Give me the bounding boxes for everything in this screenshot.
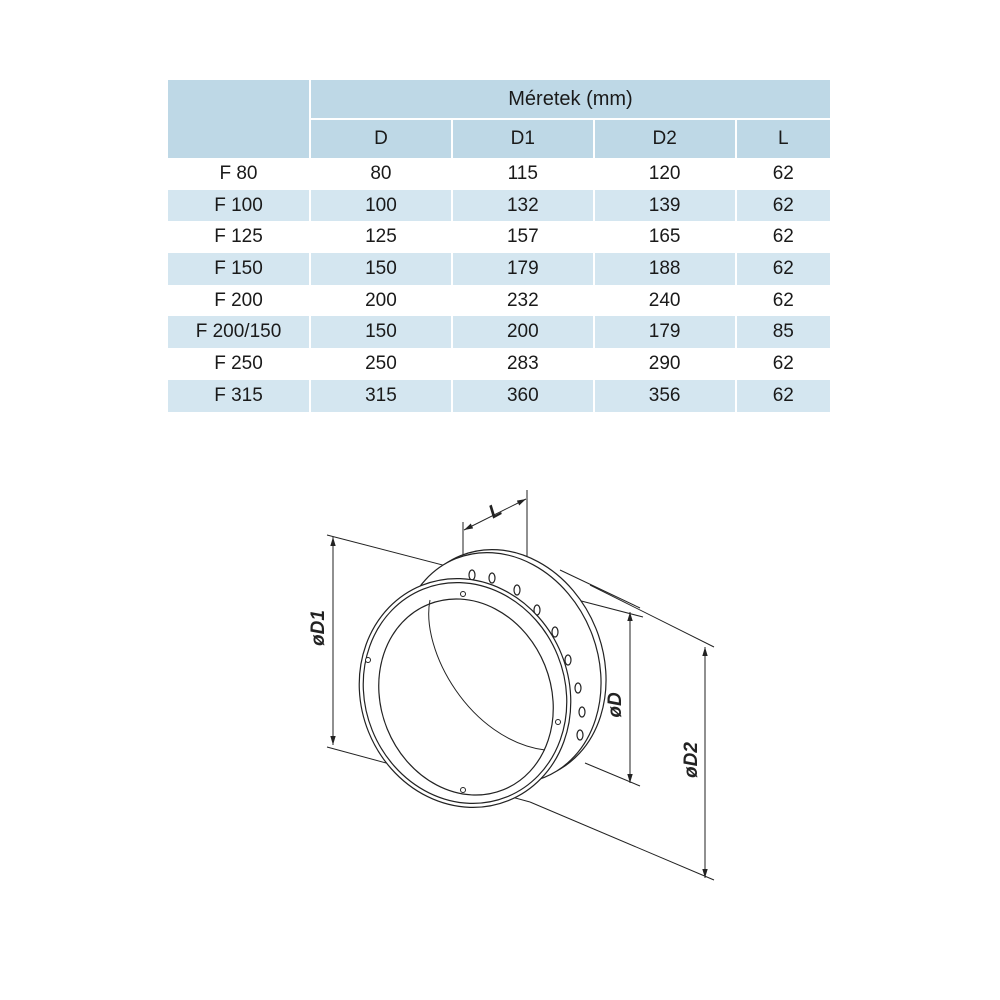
value-cell-d: 100	[311, 189, 451, 222]
model-cell: F 100	[168, 189, 309, 222]
label-d: øD	[605, 692, 626, 718]
value-cell-d2: 179	[594, 316, 735, 349]
value-cell-d2: 290	[648, 352, 681, 374]
flange-body	[358, 548, 607, 808]
value-cell-l: 62	[772, 162, 794, 184]
model-cell: F 200	[214, 289, 263, 311]
model-cell: F 125	[214, 226, 263, 248]
value-cell-d1: 360	[452, 379, 593, 412]
value-cell-l: 62	[772, 226, 794, 248]
value-cell-d2: 356	[594, 379, 735, 412]
value-cell-l: 62	[736, 379, 830, 412]
value-cell-l: 62	[736, 189, 830, 222]
value-cell-l: 85	[736, 316, 830, 349]
column-header-d2: D2	[594, 120, 735, 158]
model-cell: F 250	[214, 352, 263, 374]
value-cell-d2: 188	[594, 253, 735, 285]
value-cell-d1: 179	[452, 253, 593, 285]
value-cell-d1: 232	[506, 289, 539, 311]
value-cell-d: 200	[365, 289, 397, 311]
value-cell-l: 62	[736, 253, 830, 285]
model-header-cell	[168, 80, 309, 158]
table-row: F 125 125 157 165 62	[168, 221, 830, 253]
model-cell: F 150	[168, 253, 309, 285]
value-cell-d1: 115	[507, 162, 538, 184]
value-cell-d2: 120	[648, 162, 681, 184]
table-row: F 200 200 232 240 62	[168, 285, 830, 317]
column-header-d: D	[311, 120, 451, 158]
table-row: F 80 80 115 120 62	[168, 158, 830, 190]
table-row: F 250 250 283 290 62	[168, 348, 830, 380]
model-cell: F 200/150	[168, 316, 309, 349]
value-cell-d: 315	[311, 379, 451, 412]
label-d2: øD2	[681, 742, 702, 778]
value-cell-d: 125	[365, 226, 397, 248]
value-cell-l: 62	[772, 352, 794, 374]
value-cell-d2: 139	[594, 189, 735, 222]
value-cell-d2: 240	[648, 289, 681, 311]
value-cell-d: 150	[311, 253, 451, 285]
column-header-d1: D1	[452, 120, 593, 158]
screw-holes	[365, 591, 561, 793]
label-d1: øD1	[308, 610, 329, 646]
value-cell-d2: 165	[648, 226, 681, 248]
value-cell-d1: 283	[506, 352, 539, 374]
column-header-l: L	[736, 120, 830, 158]
value-cell-d: 250	[365, 352, 397, 374]
value-cell-d: 150	[311, 316, 451, 349]
model-cell: F 80	[219, 162, 258, 184]
value-cell-d1: 200	[452, 316, 593, 349]
vent-holes	[468, 569, 586, 741]
group-header: Méretek (mm)	[311, 80, 830, 120]
value-cell-l: 62	[772, 289, 794, 311]
value-cell-d1: 157	[506, 226, 539, 248]
value-cell-d: 80	[370, 162, 392, 184]
value-cell-d1: 132	[452, 189, 593, 222]
model-cell: F 315	[168, 379, 309, 412]
